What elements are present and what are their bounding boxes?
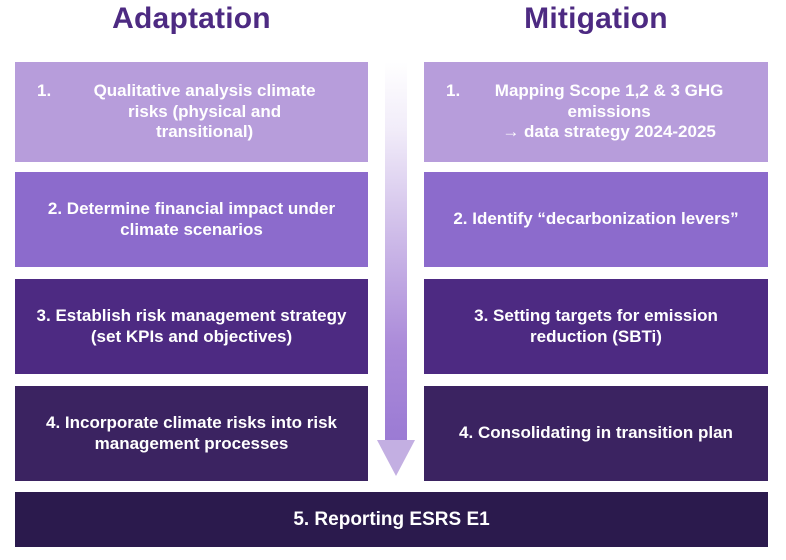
arrow-shaft bbox=[385, 62, 407, 440]
adaptation-step-1-line2: risks (physical and bbox=[128, 101, 282, 121]
adaptation-step-1-line1: Qualitative analysis climate bbox=[93, 80, 316, 100]
adaptation-step-2-box: 2. Determine financial impact under clim… bbox=[15, 172, 368, 267]
column-header-adaptation: Adaptation bbox=[112, 2, 271, 35]
footer-step-5-text: 5. Reporting ESRS E1 bbox=[293, 508, 490, 530]
mitigation-step-1-line1: Mapping Scope 1,2 & 3 GHG bbox=[494, 80, 724, 100]
adaptation-step-1-layout: 1. Qualitative analysis climate risks (p… bbox=[29, 81, 354, 143]
mitigation-step-1-number: 1. bbox=[446, 80, 461, 100]
downward-arrow-icon bbox=[377, 62, 415, 476]
adaptation-step-4-box: 4. Incorporate climate risks into risk m… bbox=[15, 386, 368, 481]
adaptation-step-1-number: 1. bbox=[37, 80, 52, 100]
mitigation-step-1-layout: 1. Mapping Scope 1,2 & 3 GHG emissions →… bbox=[438, 81, 754, 143]
adaptation-step-3-text: 3. Establish risk management strategy (s… bbox=[36, 305, 347, 346]
mitigation-step-1-line3: → data strategy 2024-2025 bbox=[502, 122, 716, 142]
adaptation-step-1-box: 1. Qualitative analysis climate risks (p… bbox=[15, 62, 368, 162]
adaptation-step-2-text: 2. Determine financial impact under clim… bbox=[47, 198, 336, 239]
mitigation-step-1-text: Mapping Scope 1,2 & 3 GHG emissions → da… bbox=[486, 81, 754, 143]
adaptation-step-4-text: 4. Incorporate climate risks into risk m… bbox=[45, 412, 337, 453]
mitigation-step-3-text: 3. Setting targets for emission reductio… bbox=[474, 305, 718, 346]
adaptation-step-3-box: 3. Establish risk management strategy (s… bbox=[15, 279, 368, 374]
mitigation-step-3-box: 3. Setting targets for emission reductio… bbox=[424, 279, 768, 374]
footer-step-5-bar: 5. Reporting ESRS E1 bbox=[15, 492, 768, 547]
arrow-head bbox=[377, 440, 415, 476]
mitigation-step-2-box: 2. Identify “decarbonization levers” bbox=[424, 172, 768, 267]
mitigation-step-2-text: 2. Identify “decarbonization levers” bbox=[453, 209, 739, 229]
column-header-mitigation: Mitigation bbox=[524, 2, 668, 35]
mitigation-step-4-text: 4. Consolidating in transition plan bbox=[459, 423, 733, 443]
adaptation-step-1-line3: transitional) bbox=[155, 122, 254, 142]
adaptation-step-1-text: Qualitative analysis climate risks (phys… bbox=[77, 81, 354, 143]
mitigation-step-1-box: 1. Mapping Scope 1,2 & 3 GHG emissions →… bbox=[424, 62, 768, 162]
mitigation-step-1-line2: emissions bbox=[567, 101, 651, 121]
mitigation-step-4-box: 4. Consolidating in transition plan bbox=[424, 386, 768, 481]
